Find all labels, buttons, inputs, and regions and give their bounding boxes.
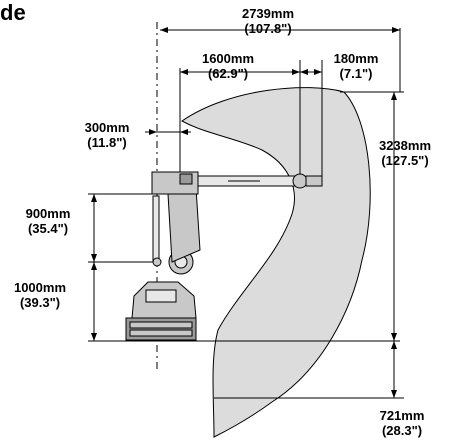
label-base-height-in: (39.3"): [20, 295, 60, 310]
label-wrist-offset-in: (7.1"): [340, 66, 373, 81]
robot-illustration: [125, 171, 323, 341]
label-below-floor-in: (28.3"): [382, 423, 422, 438]
robot-wrist: [292, 173, 308, 189]
label-lower-arm-mm: 900mm: [26, 206, 71, 221]
label-height-total-in: (127.5"): [381, 153, 428, 168]
label-base-offset-mm: 300mm: [85, 120, 130, 135]
page-title: de: [0, 0, 26, 25]
label-reach-arm-mm: 1600mm: [202, 51, 254, 66]
label-height-total-mm: 3238mm: [379, 138, 431, 153]
label-base-offset-in: (11.8"): [87, 135, 126, 150]
robot-lower-arm: [167, 187, 201, 263]
label-reach-arm-in: (62.9"): [208, 66, 248, 81]
label-reach-total-mm: 2739mm: [242, 6, 294, 21]
label-lower-arm-in: (35.4"): [28, 221, 68, 236]
work-envelope-area: [181, 87, 371, 438]
label-reach-total-in: (107.8"): [244, 21, 291, 36]
label-below-floor-mm: 721mm: [380, 408, 425, 423]
robot-base-plinth: [125, 317, 197, 341]
label-base-height-mm: 1000mm: [14, 280, 66, 295]
label-wrist-offset-mm: 180mm: [334, 51, 379, 66]
